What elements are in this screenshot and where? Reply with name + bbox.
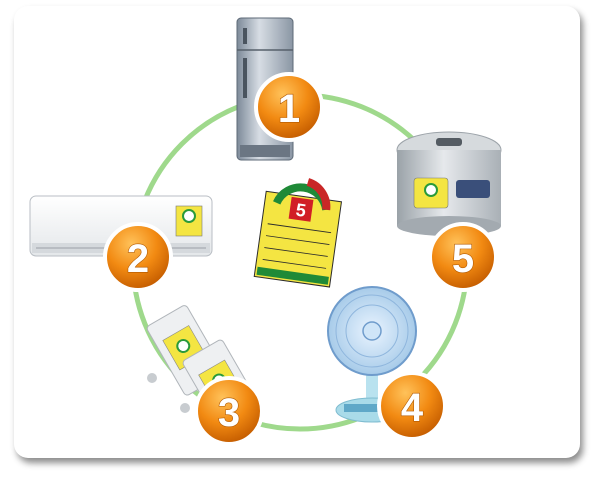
- step-number-2: 2: [127, 237, 149, 281]
- energy-efficiency-label: 5: [253, 178, 343, 288]
- rice-cooker-image: [396, 131, 502, 236]
- step-number-3: 3: [218, 391, 240, 435]
- step-badge-5: 5: [428, 222, 498, 292]
- step-badge-1: 1: [254, 72, 324, 142]
- step-badge-2: 2: [103, 222, 173, 292]
- step-badge-4: 4: [377, 371, 447, 441]
- step-number-1: 1: [278, 87, 300, 131]
- label-rating: 5: [295, 200, 308, 221]
- step-number-5: 5: [452, 237, 474, 281]
- step-number-4: 4: [401, 386, 424, 430]
- step-badge-3: 3: [194, 376, 264, 446]
